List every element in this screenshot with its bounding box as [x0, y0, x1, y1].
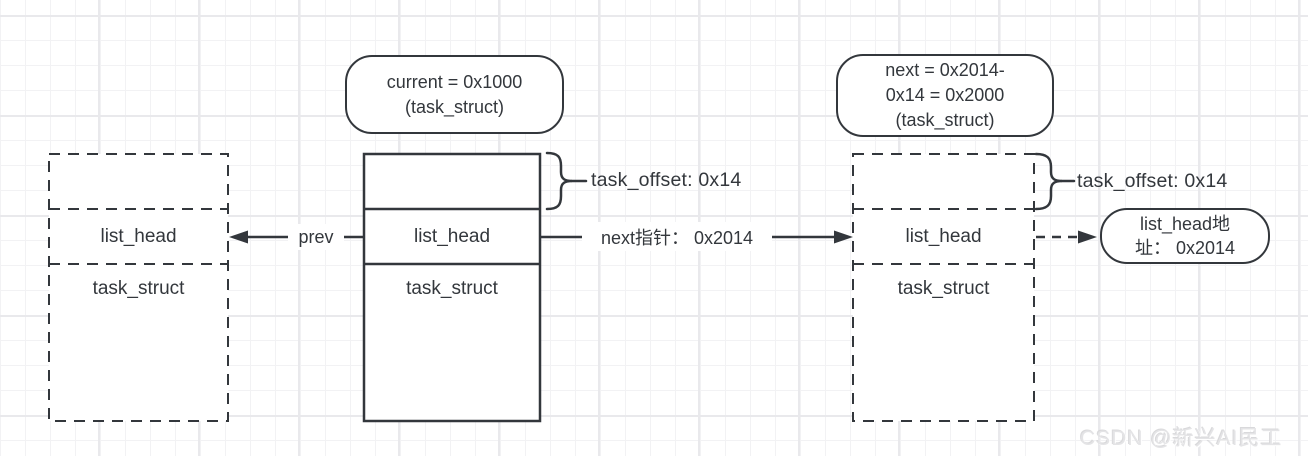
task-struct-box-left-outline — [48, 153, 229, 422]
next-arrowhead-icon — [834, 230, 853, 244]
right-box-task-struct-label: task_struct — [897, 278, 990, 299]
list-head-address-bubble: list_head地 址： 0x2014 — [1100, 208, 1270, 264]
current-callout-line1: current = 0x1000 — [386, 71, 523, 92]
task-offset-brace-right-icon — [1034, 152, 1076, 211]
address-arrow — [1036, 230, 1097, 244]
left-box-task-struct-label: task_struct — [92, 278, 185, 299]
current-callout: current = 0x1000 (task_struct) — [345, 55, 564, 134]
address-arrowhead-icon — [1078, 230, 1097, 244]
middle-box-task-struct-label: task_struct — [406, 278, 498, 299]
task-offset-label-middle: task_offset: 0x14 — [591, 169, 742, 191]
task-struct-box-middle-outline — [362, 152, 542, 423]
task-offset-brace-middle-icon — [545, 151, 588, 211]
next-callout-line1: next = 0x2014- — [885, 60, 1005, 80]
prev-arrowhead-icon — [229, 230, 248, 244]
next-callout-line3: (task_struct) — [895, 110, 995, 130]
list-head-address-line1: list_head地 — [1139, 214, 1231, 234]
prev-edge-label: prev — [288, 224, 344, 250]
list-head-address-line2: 址： 0x2014 — [1134, 238, 1236, 258]
next-callout-line2: 0x14 = 0x2000 — [885, 85, 1005, 105]
current-callout-line2: (task_struct) — [404, 96, 505, 117]
task-struct-box-right-outline — [852, 153, 1035, 422]
task-offset-label-right: task_offset: 0x14 — [1077, 170, 1228, 192]
next-callout: next = 0x2014- 0x14 = 0x2000 (task_struc… — [836, 54, 1054, 137]
middle-box-list-head-label: list_head — [413, 226, 491, 247]
csdn-watermark: CSDN @新兴AI民工 — [1080, 427, 1283, 450]
right-box-list-head-label: list_head — [905, 226, 982, 247]
next-edge-label: next指针： 0x2014 — [582, 222, 772, 251]
left-box-list-head-label: list_head — [100, 226, 177, 247]
